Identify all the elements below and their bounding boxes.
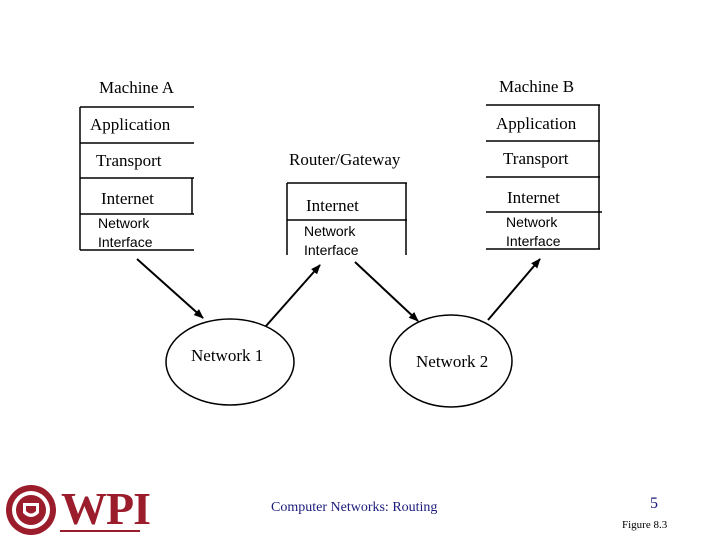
router-title: Router/Gateway [289, 150, 401, 169]
machine-b-internet-layer: Internet [507, 188, 560, 207]
machine-a-transport-layer: Transport [96, 151, 162, 170]
machine-b-stack [486, 104, 602, 250]
wpi-seal-icon [6, 485, 56, 535]
wpi-logo: WPI [5, 483, 151, 538]
router-internet-layer: Internet [306, 196, 359, 215]
arrow-network-2-to-machine-b [487, 258, 541, 321]
router-network-interface-line-2: Interface [304, 242, 359, 258]
machine-b-title: Machine B [499, 77, 575, 96]
machine-a-network-interface-line-2: Interface [98, 234, 153, 250]
arrow-machine-a-to-network-1 [136, 258, 204, 319]
arrow-network-1-to-router [265, 264, 321, 327]
machine-b-network-interface-line-1: Network [506, 214, 558, 230]
network-1-ellipse [165, 318, 295, 406]
arrow-router-to-network-2 [354, 261, 419, 322]
wpi-logo-text: WPI [61, 483, 151, 534]
machine-b-network-interface-layer: Network Interface [506, 213, 560, 251]
machine-a-network-interface-line-1: Network [98, 215, 150, 231]
course-title: Computer Networks: Routing [271, 500, 438, 515]
router-network-interface-layer: Network Interface [304, 222, 358, 260]
page-number: 5 [650, 495, 658, 512]
network-2-label: Network 2 [416, 352, 489, 371]
network-1-label: Network 1 [191, 346, 264, 365]
router-stack [286, 182, 407, 255]
machine-b-transport-layer: Transport [503, 149, 569, 168]
machine-b-application-layer: Application [496, 114, 577, 133]
router-network-interface-line-1: Network [304, 223, 356, 239]
figure-label: Figure 8.3 [622, 519, 668, 531]
machine-a-internet-layer: Internet [101, 189, 154, 208]
machine-a-network-interface-layer: Network Interface [98, 214, 152, 252]
machine-b-network-interface-line-2: Interface [506, 233, 561, 249]
machine-a-application-layer: Application [90, 115, 171, 134]
machine-a-title: Machine A [99, 78, 175, 97]
machine-a-stack [79, 106, 194, 251]
network-2-ellipse [389, 314, 513, 408]
